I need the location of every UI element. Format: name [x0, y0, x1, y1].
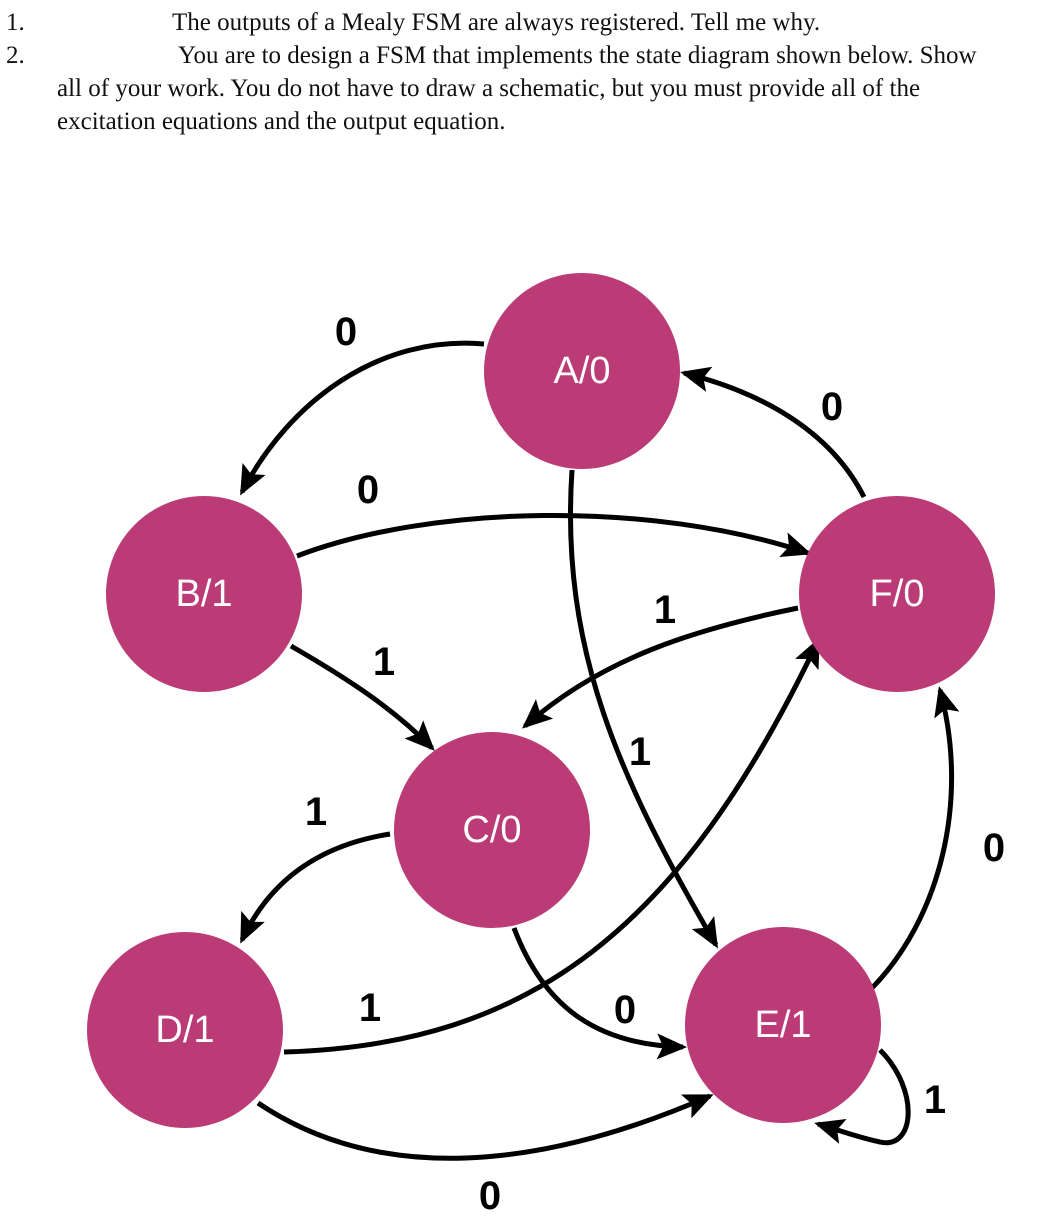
transition-arrow-b-to-c: [289, 643, 435, 751]
transition-arrow-c-to-d: [239, 831, 391, 944]
state-b: B/1: [106, 496, 302, 692]
state-e: E/1: [685, 927, 881, 1123]
transition-label-d-to-f: 1: [359, 986, 381, 1030]
state-c: C/0: [394, 732, 590, 928]
transition-label-a-to-e: 1: [629, 730, 651, 774]
state-circle-a: [484, 273, 680, 469]
state-d: D/1: [87, 932, 283, 1128]
question-2-line-1: You are to design a FSM that implements …: [178, 42, 977, 69]
question-2-number: 2.: [6, 42, 25, 69]
transition-arrow-d-to-f: [283, 637, 821, 1055]
state-f: F/0: [799, 496, 995, 692]
transition-arrow-e-to-e: [814, 1048, 911, 1146]
question-2-line-2: all of your work. You do not have to dra…: [57, 75, 921, 102]
state-label-b: B/1: [175, 573, 232, 615]
state-circle-c: [394, 732, 590, 928]
question-1-number: 1.: [6, 9, 25, 36]
transition-arrow-a-to-e: [567, 469, 719, 949]
state-a: A/0: [484, 273, 680, 469]
transition-label-f-to-a: 0: [821, 385, 843, 429]
transition-label-b-to-c: 1: [373, 640, 395, 684]
state-label-c: C/0: [462, 809, 521, 851]
transition-label-a-to-b: 0: [335, 310, 357, 354]
transition-arrow-f-to-c: [521, 605, 799, 729]
transition-label-e-to-e: 1: [924, 1078, 946, 1122]
transition-arrow-c-to-e: [511, 927, 687, 1060]
state-label-a: A/0: [553, 350, 610, 392]
transition-arrow-e-to-f: [868, 686, 960, 992]
state-circle-e: [685, 927, 881, 1123]
transition-arrow-f-to-a: [680, 366, 867, 499]
state-label-e: E/1: [754, 1004, 811, 1046]
transition-label-d-to-e: 0: [479, 1174, 501, 1218]
transition-label-e-to-f: 0: [983, 826, 1005, 870]
state-label-f: F/0: [870, 573, 925, 615]
transition-arrow-a-to-b: [239, 340, 485, 496]
question-1-text: The outputs of a Mealy FSM are always re…: [172, 9, 821, 36]
transition-arrow-d-to-e: [256, 1093, 714, 1161]
question-2-line-3: excitation equations and the output equa…: [57, 108, 506, 135]
state-circle-d: [87, 932, 283, 1128]
state-circle-f: [799, 496, 995, 692]
transition-label-c-to-e: 0: [614, 988, 636, 1032]
transition-label-b-to-f: 0: [357, 468, 379, 512]
transition-label-f-to-c: 1: [654, 588, 676, 632]
transition-label-c-to-d: 1: [305, 790, 327, 834]
transition-arrow-b-to-f: [296, 513, 812, 559]
state-circle-b: [106, 496, 302, 692]
state-label-d: D/1: [155, 1009, 214, 1051]
